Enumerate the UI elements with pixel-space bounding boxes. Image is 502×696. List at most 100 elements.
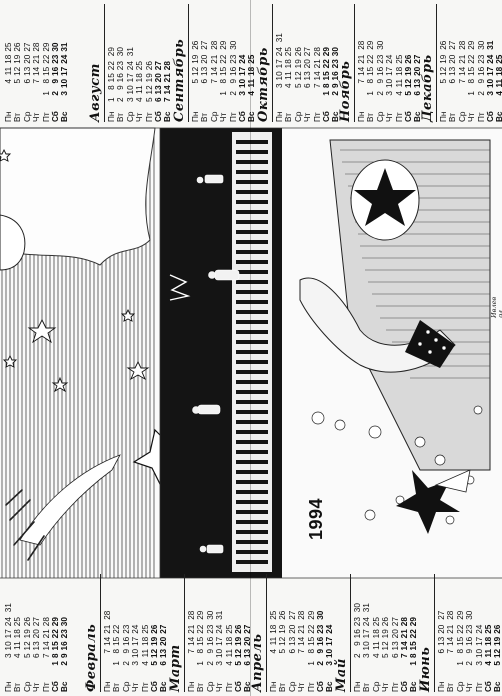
weekday-label: Вт — [13, 683, 23, 692]
day-cell: 10 — [362, 641, 372, 651]
day-cell: 26 — [234, 624, 244, 634]
day-cell: 19 — [150, 636, 160, 646]
day-cell: 10 — [131, 648, 141, 658]
day-cell: 10 — [275, 71, 284, 81]
day-cell: 10 — [4, 641, 13, 651]
day-cell: 14 — [41, 641, 51, 651]
day-cell — [362, 658, 371, 672]
day-cell: 22 — [306, 624, 316, 634]
day-cell: 3 — [474, 661, 484, 666]
day-cell: 11 — [495, 78, 502, 88]
day-cell — [475, 608, 484, 622]
weekday-label: Пн — [187, 681, 196, 692]
weekday-label: Вт — [278, 683, 288, 692]
day-cell: 24 — [215, 624, 225, 634]
day-cell — [191, 88, 200, 102]
day-cell: 23 — [51, 54, 61, 64]
weekday-label: Пн — [275, 111, 284, 122]
day-cell: 8 — [51, 653, 61, 658]
day-cell — [275, 88, 284, 102]
day-cell: 4 — [495, 88, 502, 102]
weekday-label: Вт — [200, 113, 210, 122]
day-cell: 20 — [200, 54, 210, 64]
day-cell: 12 — [278, 636, 288, 646]
day-cell — [225, 608, 234, 622]
day-cell: 5 — [493, 661, 502, 666]
day-cell: 4 — [394, 91, 404, 96]
weekday-label: Пт — [224, 682, 234, 692]
day-cell: 17 — [385, 66, 395, 76]
weekday-label: Ср — [455, 681, 465, 692]
weekday-label: Пт — [312, 112, 322, 122]
day-cell: 5 — [13, 78, 23, 84]
day-cell: 7 — [400, 653, 410, 658]
weekday-label: Пт — [140, 682, 150, 692]
day-cell: 16 — [205, 636, 215, 646]
day-cell: 13 — [154, 85, 164, 95]
day-cell: 24 — [275, 47, 284, 57]
day-cell: 22 — [322, 59, 332, 69]
day-cell: 16 — [465, 636, 475, 646]
day-cell: 13 — [200, 66, 210, 76]
day-cell: 20 — [303, 59, 313, 69]
day-cell: 15 — [196, 636, 206, 646]
day-cell: 17 — [474, 636, 484, 646]
weekday-label: Вс — [493, 681, 502, 692]
day-cell: 28 — [103, 610, 112, 620]
day-cell — [400, 600, 409, 614]
day-cell: 27 — [303, 47, 313, 57]
day-cell: 12 — [144, 85, 154, 95]
day-cell: 23 — [121, 624, 131, 634]
day-cell: 8 — [322, 83, 332, 88]
day-cell — [391, 658, 400, 672]
day-cell: 1 — [366, 91, 376, 96]
day-cell: 2 — [51, 91, 61, 96]
day-cell: 31 — [362, 603, 372, 613]
weekday-label: Вс — [60, 681, 70, 692]
day-cell — [288, 658, 297, 672]
day-cell: 19 — [381, 629, 391, 639]
day-cell: 11 — [135, 85, 145, 94]
weekday-label: Вт — [366, 113, 376, 122]
day-cell: 2 — [205, 661, 215, 666]
day-cell: 9 — [476, 78, 486, 84]
day-cell: 7 — [297, 648, 307, 654]
day-cell — [284, 30, 293, 44]
day-cell: 24 — [131, 624, 141, 634]
day-cell: 5 — [22, 653, 32, 658]
day-cell: 21 — [32, 54, 42, 64]
day-cell: 22 — [467, 54, 477, 64]
day-cell: 28 — [446, 610, 456, 620]
day-cell: 18 — [269, 624, 278, 634]
weekday-label: Сб — [484, 681, 494, 692]
day-cell: 28 — [209, 40, 219, 50]
day-cell: 4 — [484, 661, 494, 666]
weekday-label: Ср — [121, 681, 131, 692]
day-cell: 14 — [209, 66, 219, 76]
day-cell: 28 — [32, 42, 42, 52]
day-cell: 1 — [322, 91, 332, 96]
day-cell — [313, 30, 322, 44]
day-cell: 7 — [32, 78, 42, 84]
day-cell: 29 — [322, 47, 332, 57]
day-cell: 10 — [385, 78, 395, 88]
weekday-label: Ср — [293, 111, 303, 122]
